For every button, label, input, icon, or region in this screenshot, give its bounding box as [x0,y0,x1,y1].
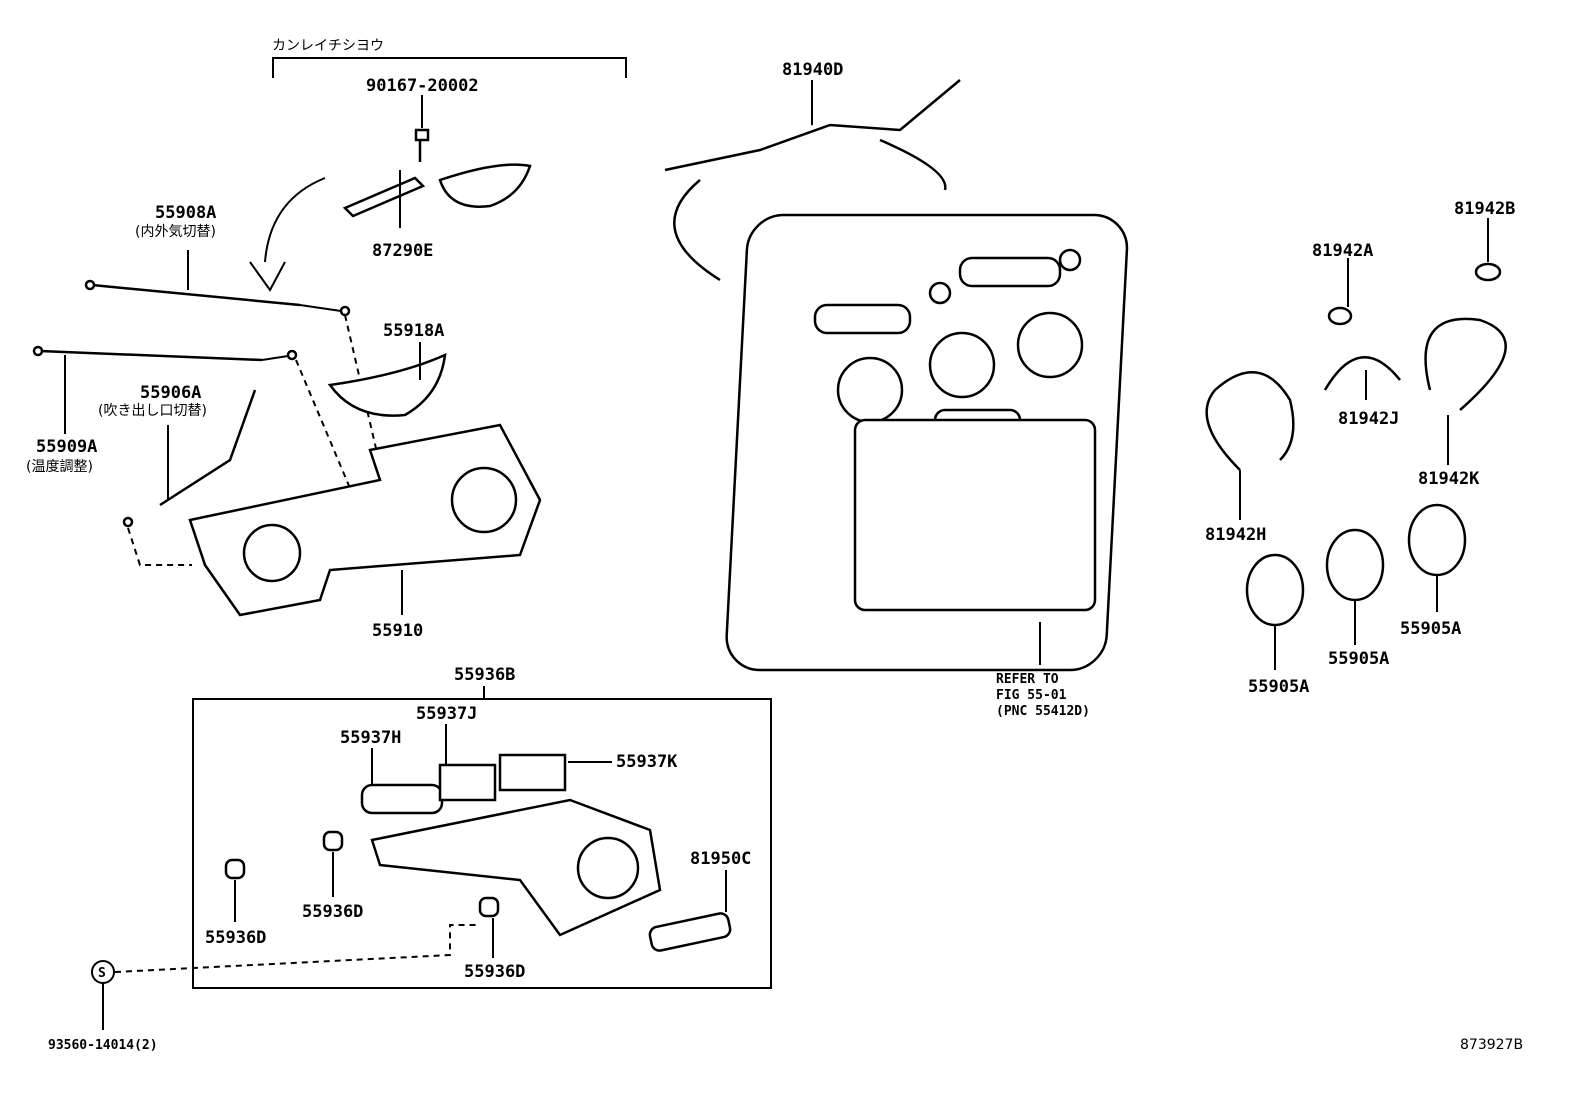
label-55937K: 55937K [616,752,678,772]
clip-part [342,176,426,218]
bulb-part [478,896,500,918]
leader-line [1274,575,1438,670]
refer-line-1: REFER TO [996,672,1059,687]
cable-end [286,349,298,361]
lever-part [327,352,447,417]
dashed-guide [114,924,480,973]
leader-line [371,724,612,790]
plate-b-part [1474,262,1502,282]
label-55936D-1: 55936D [205,928,266,948]
bracket-label: カンレイチシヨウ [272,38,384,54]
switch-assy-box [192,698,772,989]
label-55936D-3: 55936D [464,962,525,982]
cable-fresh-part [91,283,301,307]
display-opening [853,418,1097,612]
label-55936B: 55936B [454,665,515,685]
label-93560-14014: 93560-14014(2) [48,1038,158,1053]
refer-line-2: FIG 55-01 [996,688,1067,703]
label-81940D: 81940D [782,60,843,80]
label-81942J: 81942J [1338,409,1399,429]
vent-slot [813,303,912,335]
refer-line-3: (PNC 55412D) [996,704,1090,719]
label-90167-20002: 90167-20002 [366,76,479,96]
label-81942H: 81942H [1205,525,1266,545]
leader-line [234,852,494,958]
plate-h-part [1205,370,1295,471]
label-87290E: 87290E [372,241,433,261]
knob-part [1407,503,1467,577]
cable-mode-part [159,389,257,507]
control-dial [242,523,302,583]
cable-end [32,345,44,357]
panel-knob-hole [928,331,996,399]
arrow-icon [249,177,326,292]
switch-dial [576,836,640,900]
label-55937H: 55937H [340,728,401,748]
panel-knob-hole [1016,311,1084,379]
vent-slot [958,256,1062,288]
label-55937J: 55937J [416,704,477,724]
label-55905A-1: 55905A [1400,619,1461,639]
knob-part [1325,528,1385,602]
cable-end [122,516,134,528]
bulb-part [224,858,246,880]
label-55906A: 55906A [140,383,201,403]
leader-line [187,250,342,312]
label-81942A: 81942A [1312,241,1373,261]
ac-switch-part [360,783,444,815]
passenger-indicator-part [648,912,732,952]
plate-k-part [1424,317,1507,411]
cable-end [339,305,351,317]
bracket-line [272,57,627,78]
bulb-part [322,830,344,852]
label-55910: 55910 [372,621,423,641]
standard-part-symbol-letter: S [98,966,106,981]
label-55905A-2: 55905A [1328,649,1389,669]
panel-hole [928,281,952,305]
control-dial [450,466,518,534]
label-55936D-2: 55936D [302,902,363,922]
label-55908A-note: (内外気切替) [135,224,216,240]
cable-end [84,279,96,291]
panel-knob-hole [836,356,904,424]
hazard-switch-part [498,753,567,792]
label-55918A: 55918A [383,321,444,341]
switch-j-part [438,763,497,802]
panel-hole [1058,248,1082,272]
label-81942K: 81942K [1418,469,1480,489]
screw-part [414,128,430,162]
cable-temp-part [39,349,263,362]
harness-part [664,79,961,282]
label-81950C: 81950C [690,849,751,869]
label-55909A-note: (温度調整) [26,459,93,475]
plate-a-part [1327,306,1353,326]
leader-line [64,355,289,434]
switch-frame-part [370,798,662,937]
label-55905A-3: 55905A [1248,677,1309,697]
label-55909A: 55909A [36,437,97,457]
plate-j-part [1323,356,1401,391]
label-55906A-note: (吹き出し口切替) [98,403,207,419]
knob-part [1245,553,1305,627]
label-81942B: 81942B [1454,199,1515,219]
label-55908A: 55908A [155,203,216,223]
leader-line [1347,218,1489,307]
figure-id: 873927B [1460,1037,1523,1053]
lever-upper-part [438,163,532,208]
